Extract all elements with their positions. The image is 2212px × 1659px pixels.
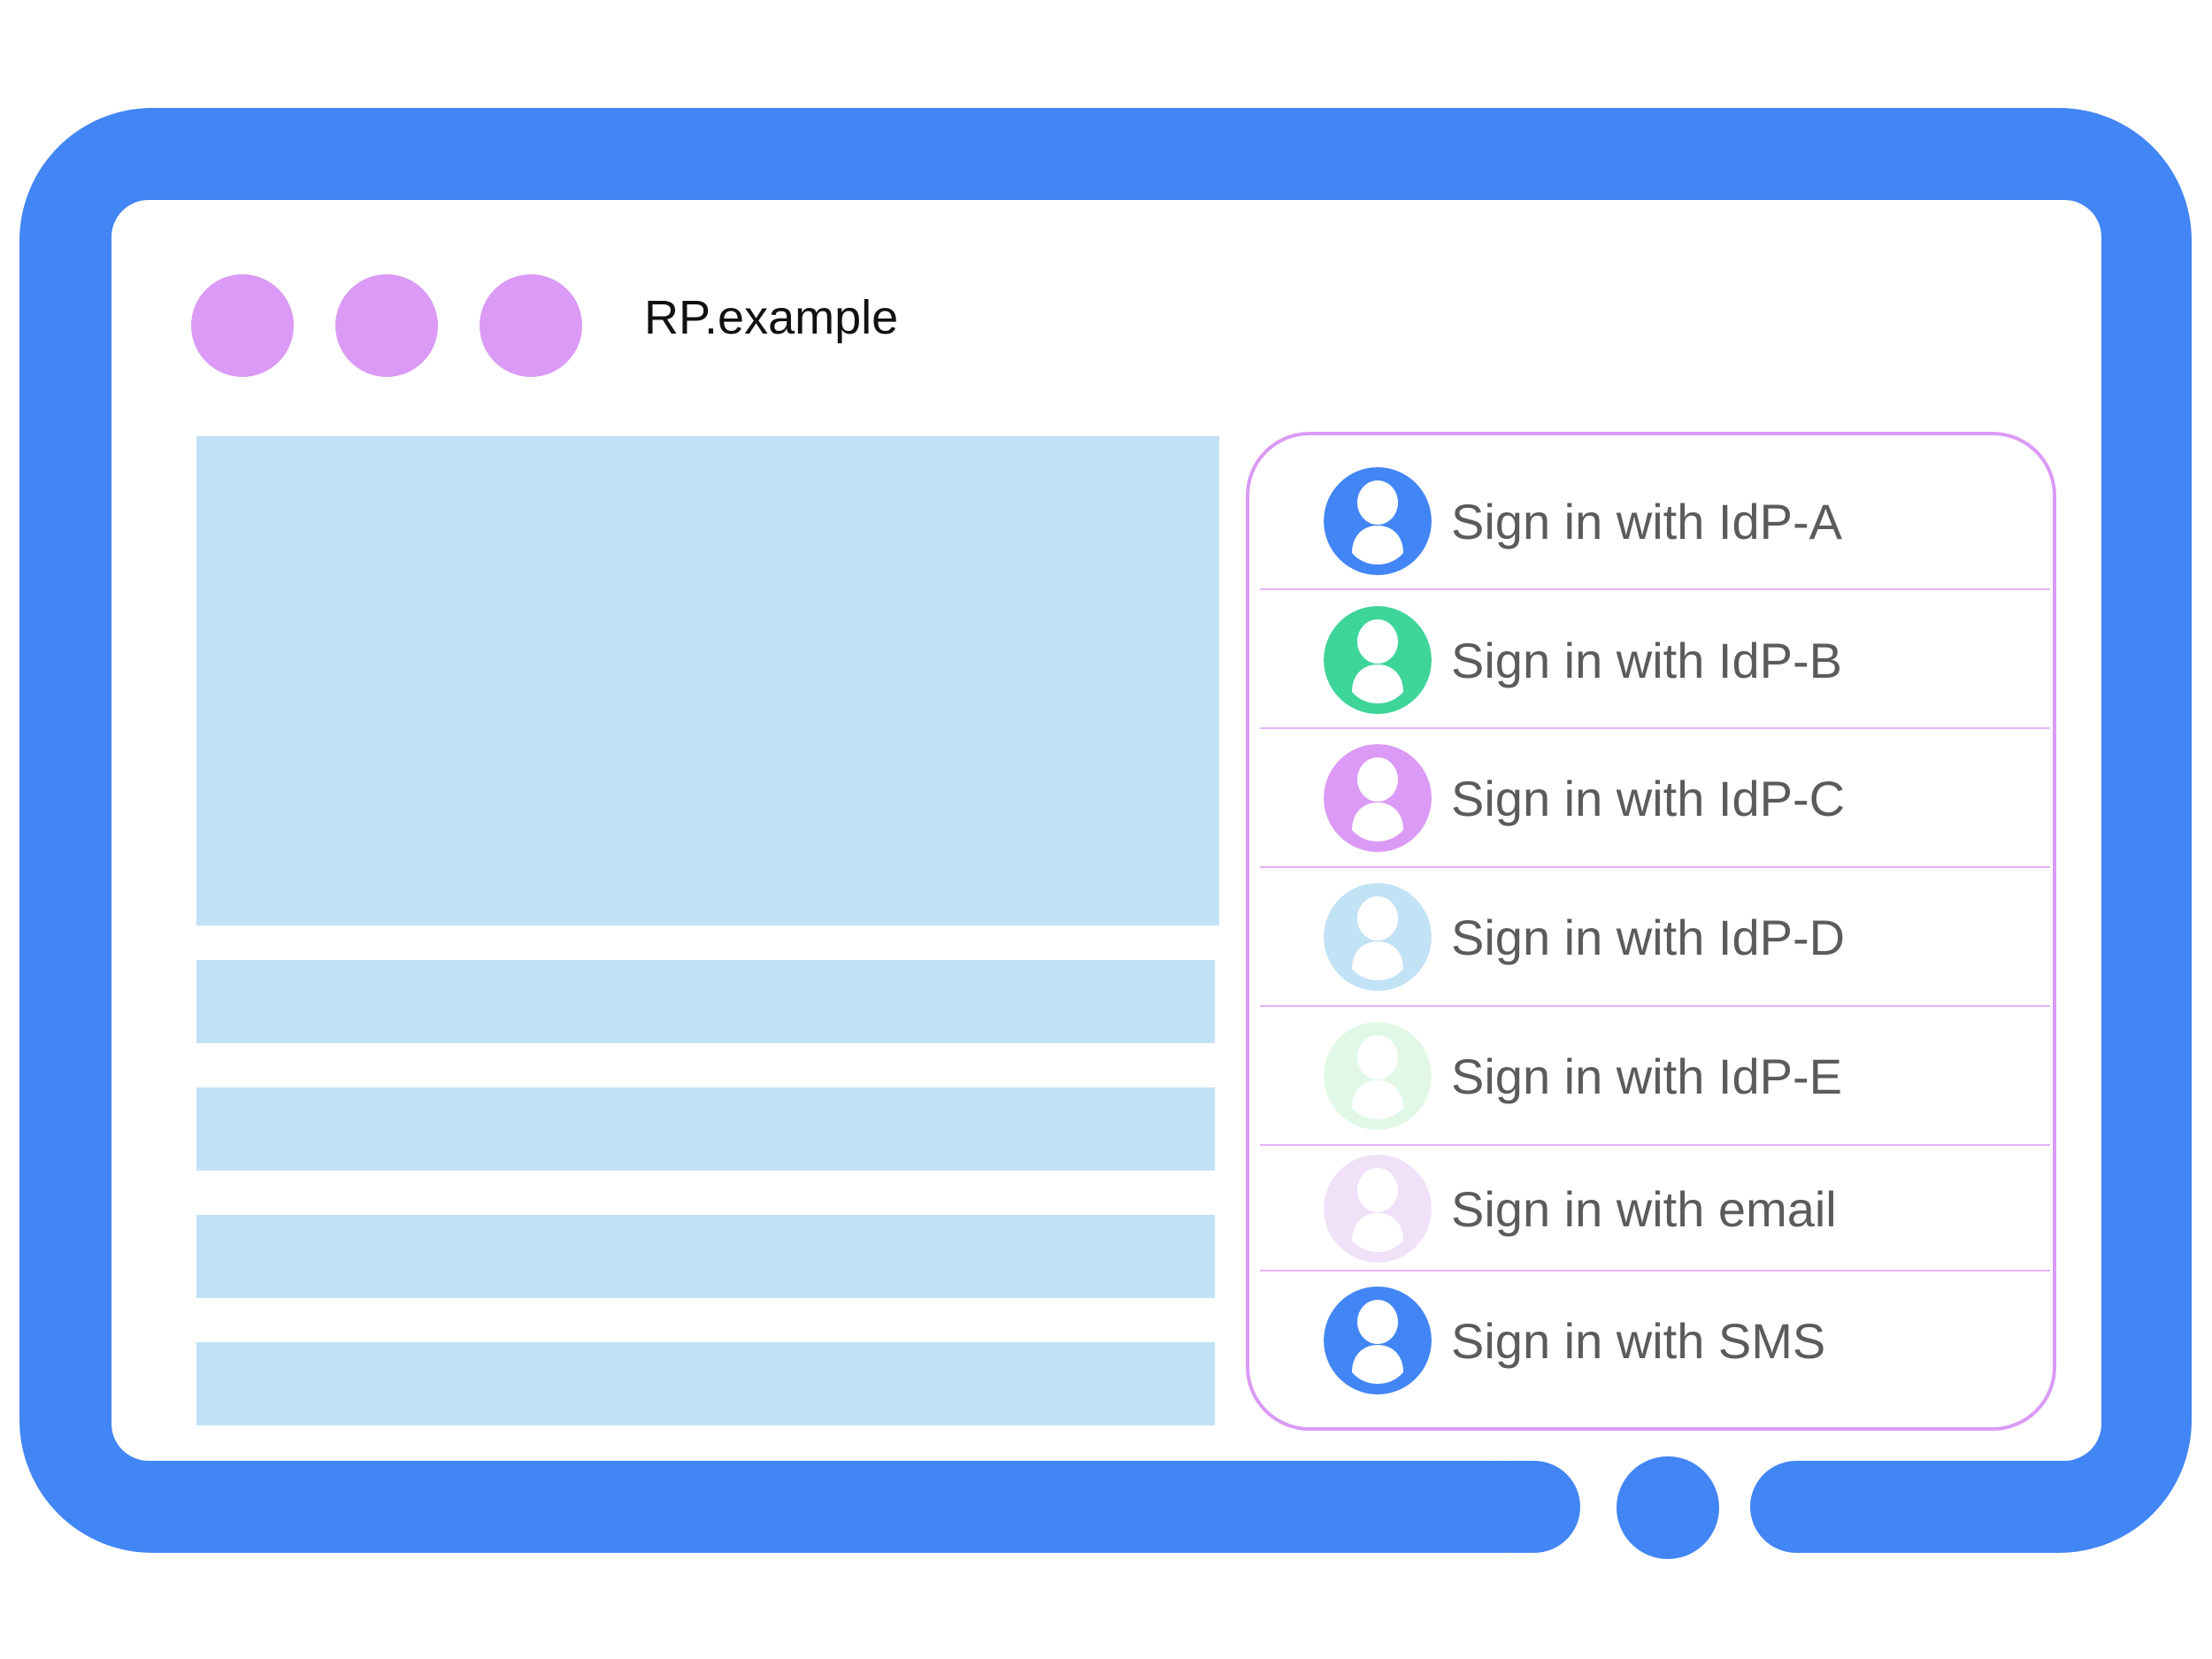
person-icon <box>1324 1022 1432 1130</box>
person-icon <box>1324 1155 1432 1263</box>
content-hero-placeholder <box>196 436 1219 926</box>
page-title: RP.example <box>644 291 899 344</box>
content-line-placeholder <box>196 1215 1215 1298</box>
sign-in-option-label: Sign in with IdP-E <box>1451 1048 1842 1104</box>
content-line-placeholder <box>196 1342 1215 1425</box>
sign-in-option-label: Sign in with SMS <box>1451 1312 1826 1369</box>
bezel-right-end <box>1750 1461 1874 1553</box>
home-button[interactable] <box>1617 1456 1719 1559</box>
sign-in-option[interactable]: Sign in with IdP-D <box>1324 883 1845 991</box>
sign-in-option-label: Sign in with IdP-D <box>1451 909 1846 965</box>
window-dot-1[interactable] <box>191 274 294 377</box>
window-dot-2[interactable] <box>335 274 438 377</box>
content-line-placeholder <box>196 960 1215 1043</box>
person-icon <box>1324 1286 1432 1394</box>
person-icon <box>1324 606 1432 714</box>
sign-in-option[interactable]: Sign in with IdP-B <box>1324 606 1842 714</box>
sign-in-option-label: Sign in with IdP-A <box>1451 493 1842 549</box>
divider <box>1260 588 2050 590</box>
divider <box>1260 1005 2050 1007</box>
divider <box>1260 866 2050 868</box>
sign-in-option-label: Sign in with IdP-B <box>1451 632 1842 688</box>
sign-in-option[interactable]: Sign in with IdP-A <box>1324 467 1842 575</box>
divider <box>1260 727 2050 729</box>
content-line-placeholder <box>196 1087 1215 1171</box>
sign-in-option-label: Sign in with email <box>1451 1180 1837 1237</box>
person-icon <box>1324 467 1432 575</box>
divider <box>1260 1270 2050 1271</box>
bezel-left-end <box>1460 1461 1580 1553</box>
sign-in-option[interactable]: Sign in with email <box>1324 1155 1837 1263</box>
sign-in-option[interactable]: Sign in with SMS <box>1324 1286 1825 1394</box>
divider <box>1260 1144 2050 1146</box>
sign-in-option[interactable]: Sign in with IdP-C <box>1324 744 1845 852</box>
person-icon <box>1324 883 1432 991</box>
sign-in-option[interactable]: Sign in with IdP-E <box>1324 1022 1842 1130</box>
window-dot-3[interactable] <box>480 274 582 377</box>
person-icon <box>1324 744 1432 852</box>
sign-in-option-label: Sign in with IdP-C <box>1451 770 1846 826</box>
